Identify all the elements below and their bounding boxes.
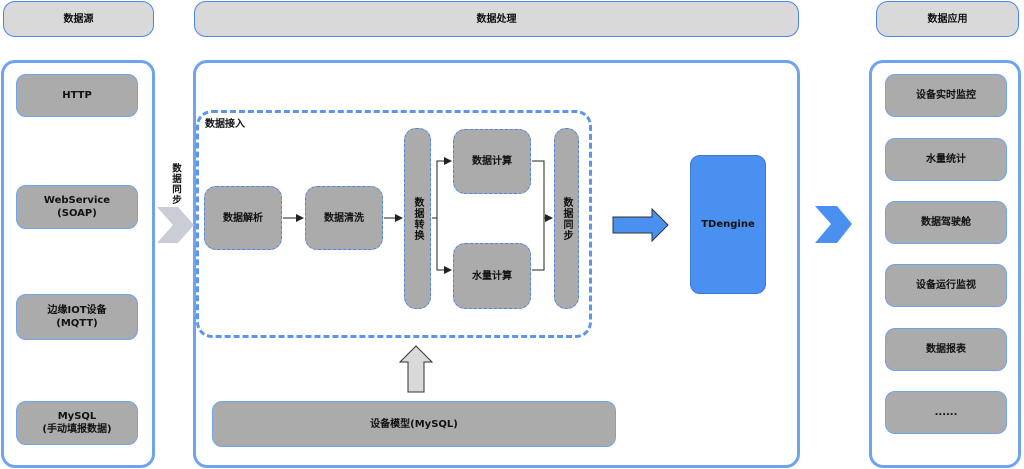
node-calc-water: 水量计算 — [453, 243, 531, 309]
source-mysql: MySQL (手动填报数据) — [16, 401, 138, 445]
source-iot: 边缘IOT设备 (MQTT) — [16, 294, 138, 340]
node-sync: 数据同步 — [554, 128, 579, 309]
node-transform: 数据转换 — [404, 128, 431, 309]
sync-label: 数据同步 — [170, 163, 181, 205]
ingest-region — [196, 110, 592, 338]
source-webservice: WebService (SOAP) — [16, 185, 138, 229]
source-http: HTTP — [16, 74, 138, 117]
node-calc-data: 数据计算 — [453, 129, 531, 194]
app-report: 数据报表 — [885, 328, 1007, 371]
ingest-title: 数据接入 — [205, 119, 245, 130]
header-source: 数据源 — [3, 1, 154, 37]
node-clean: 数据清洗 — [305, 186, 383, 250]
app-chevron-arrow — [815, 206, 852, 243]
app-water-stats: 水量统计 — [885, 138, 1007, 181]
app-device-run: 设备运行监视 — [885, 264, 1007, 307]
node-device-model: 设备模型(MySQL) — [212, 401, 616, 447]
app-cockpit: 数据驾驶舱 — [885, 201, 1007, 244]
header-application: 数据应用 — [876, 1, 1019, 37]
app-realtime-monitor: 设备实时监控 — [885, 74, 1007, 117]
app-more: ...... — [885, 391, 1007, 434]
header-processing: 数据处理 — [194, 1, 799, 37]
node-tdengine: TDengine — [690, 155, 766, 294]
sync-chevron-arrow — [157, 207, 194, 243]
node-parse: 数据解析 — [204, 186, 282, 250]
panel-source — [1, 60, 155, 468]
